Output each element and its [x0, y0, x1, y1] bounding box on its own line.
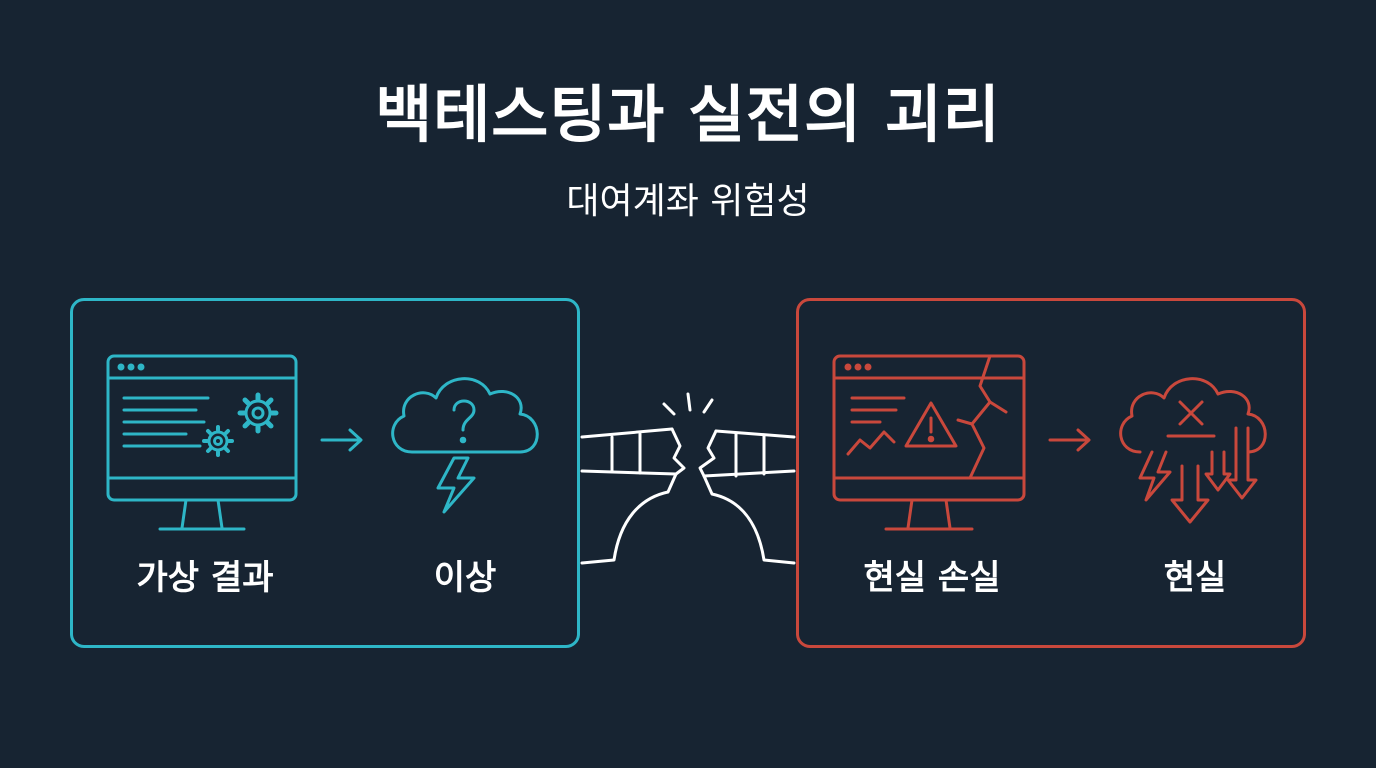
- backtest-panel: [70, 298, 580, 648]
- reality-panel: [796, 298, 1306, 648]
- monitor-gears-icon: [106, 354, 298, 531]
- page-subtitle: 대여계좌 위험성: [566, 181, 810, 222]
- arrow-right-icon: [1048, 428, 1091, 452]
- ideal-label: 이상: [433, 558, 497, 598]
- cloud-question-lightning-icon: [391, 377, 539, 514]
- reality-label: 현실: [1163, 558, 1227, 598]
- arrow-right-icon: [320, 428, 363, 452]
- page-title: 백테스팅과 실전의 괴리: [375, 78, 1001, 151]
- broken-monitor-warning-icon: [832, 354, 1026, 531]
- real-loss-label: 현실 손실: [863, 558, 1001, 598]
- broken-bridge-icon: [580, 392, 796, 565]
- virtual-result-label: 가상 결과: [136, 558, 274, 598]
- cloud-x-falling-arrows-icon: [1119, 377, 1267, 524]
